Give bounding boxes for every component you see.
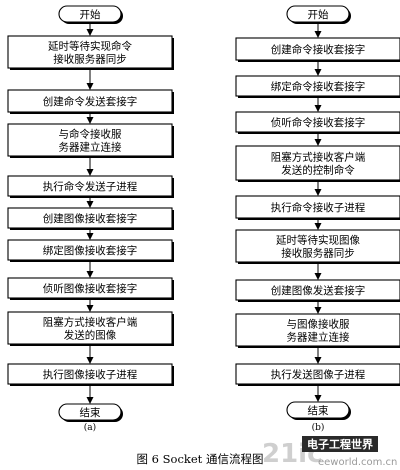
left-col-step-9-line-1: 执行图像接收子进程 <box>43 368 138 381</box>
left-col-step-6-line-1: 绑定图像接收套接字 <box>43 244 138 257</box>
left-col-end <box>58 403 122 421</box>
right-col-step-9-line-1: 执行发送图像子进程 <box>271 368 366 381</box>
left-col-step-3 <box>7 123 173 157</box>
left-col-step-1-line-1: 延时等待实现命令 <box>48 40 132 53</box>
right-col-step-5-line-1: 执行命令接收子进程 <box>271 201 366 214</box>
watermark-badge: 电子工程世界 <box>307 437 373 451</box>
right-col-step-1-line-1: 创建命令接收套接字 <box>271 43 366 56</box>
left-sublabel: (a) <box>84 422 96 433</box>
right-col-step-4-line-2: 发送的控制命令 <box>281 164 355 177</box>
left-flowchart: 开始延时等待实现命令接收服务器同步创建命令发送套接字与命令接收服务器建立连接执行… <box>7 5 174 422</box>
left-col-step-8 <box>7 311 173 345</box>
figure-caption: 图 6 Socket 通信流程图 <box>137 452 264 466</box>
left-col-step-1-line-2: 接收服务器同步 <box>53 53 127 66</box>
right-col-step-7-line-1: 创建图像发送套接字 <box>271 284 366 297</box>
right-col-step-6-line-1: 延时等待实现图像 <box>276 234 360 247</box>
right-col-step-8-line-1: 与图像接收服 <box>287 318 350 331</box>
left-col-end-label: 结束 <box>80 406 101 419</box>
left-col-step-3-line-1: 与命令接收服 <box>59 128 122 141</box>
watermark: 21ic 电子工程世界 eeworld.com.cn <box>262 436 397 469</box>
right-col-start-label: 开始 <box>308 8 329 21</box>
right-col-step-2-line-1: 绑定命令接收套接字 <box>271 80 366 93</box>
left-col-step-8-line-2: 发送的图像 <box>64 329 117 342</box>
right-col-end <box>286 401 350 419</box>
right-col-step-8-line-2: 务器建立连接 <box>287 331 350 344</box>
right-sublabel: (b) <box>312 422 325 433</box>
left-col-step-1 <box>7 35 173 69</box>
right-col-end-label: 结束 <box>308 404 329 417</box>
left-col-step-7-line-1: 侦听图像接收套接字 <box>43 282 138 295</box>
left-col-step-8-line-1: 阻塞方式接收客户端 <box>43 316 138 329</box>
left-col-step-4-line-1: 执行命令发送子进程 <box>43 180 138 193</box>
watermark-badge-bg <box>302 436 378 452</box>
left-col-start-label: 开始 <box>80 8 101 21</box>
right-flowchart: 开始创建命令接收套接字绑定命令接收套接字侦听命令接收套接字阻塞方式接收客户端发送… <box>235 5 400 420</box>
right-col-step-4-line-1: 阻塞方式接收客户端 <box>271 151 366 164</box>
watermark-url: eeworld.com.cn <box>318 457 397 468</box>
right-col-step-6 <box>235 229 400 263</box>
right-col-step-4 <box>235 145 400 181</box>
right-col-step-6-line-2: 接收服务器同步 <box>281 247 355 260</box>
left-col-step-5-line-1: 创建图像接收套接字 <box>43 212 138 225</box>
left-col-step-2-line-1: 创建命令发送套接字 <box>43 95 138 108</box>
right-col-step-3-line-1: 侦听命令接收套接字 <box>271 116 366 129</box>
right-col-step-8 <box>235 313 400 347</box>
left-col-step-3-line-2: 务器建立连接 <box>59 141 122 154</box>
